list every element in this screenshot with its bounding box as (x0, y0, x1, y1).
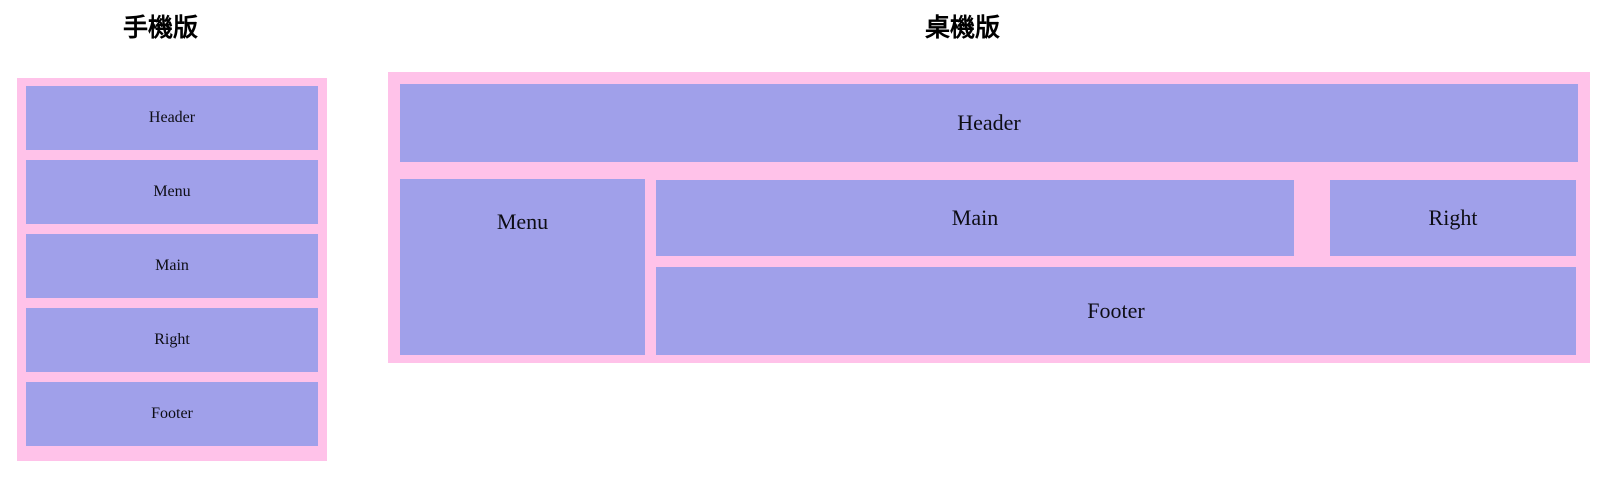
desktop-layout-frame: Header Menu Main Right Footer (388, 72, 1590, 363)
desktop-block-footer: Footer (656, 267, 1576, 355)
mobile-layout-frame: Header Menu Main Right Footer (17, 78, 327, 461)
desktop-block-menu: Menu (400, 179, 645, 355)
mobile-block-main: Main (26, 234, 318, 298)
mobile-layout-title: 手機版 (123, 14, 199, 42)
desktop-block-main: Main (656, 180, 1294, 256)
mobile-block-footer: Footer (26, 382, 318, 446)
mobile-block-header: Header (26, 86, 318, 150)
mobile-block-right: Right (26, 308, 318, 372)
desktop-block-right: Right (1330, 180, 1576, 256)
mobile-block-menu: Menu (26, 160, 318, 224)
desktop-layout-title: 桌機版 (925, 14, 1001, 42)
desktop-block-header: Header (400, 84, 1578, 162)
